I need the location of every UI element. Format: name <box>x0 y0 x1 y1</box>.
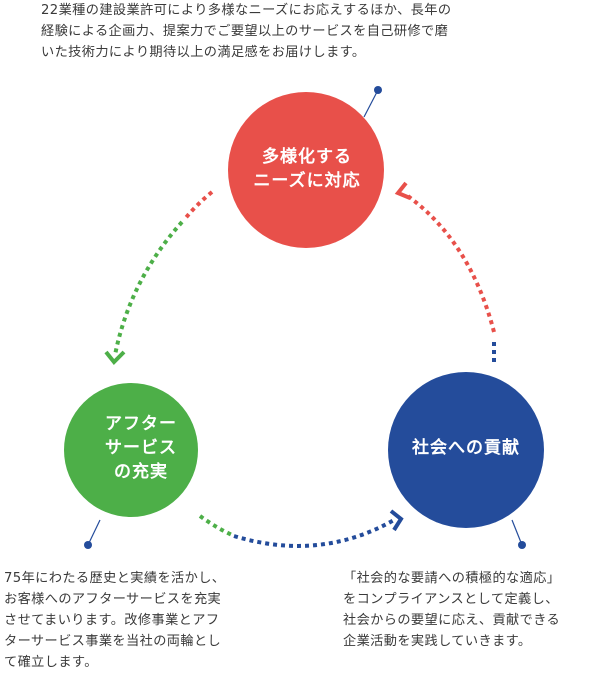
circle-left-label-line: アフター <box>105 414 177 434</box>
description-left-line: お客様へのアフターサービスを充実 <box>4 592 222 607</box>
circle-top <box>228 92 384 248</box>
arrow-left-to-right-green <box>198 514 233 537</box>
description-right-line: 企業活動を実践していきます。 <box>343 634 532 649</box>
circle-left-label: アフター サービス の充実 <box>66 412 216 484</box>
description-left-line: させてまいります。改修事業とアフ <box>4 613 220 628</box>
description-left-line: て確立します。 <box>4 655 98 670</box>
description-top-line: 22業種の建設業許可により多様なニーズにお応えするほか、長年の <box>41 3 452 18</box>
description-left: 75年にわたる歴史と実績を活かし、 お客様へのアフターサービスを充実 させてまい… <box>4 568 225 673</box>
arrowhead-top <box>394 181 411 200</box>
circle-top-label-line: ニーズに対応 <box>253 171 361 191</box>
circle-top-label-line: 多様化する <box>262 147 352 167</box>
circle-left <box>64 383 198 517</box>
connector-right <box>511 519 523 546</box>
circle-right-label-line: 社会への貢献 <box>412 438 520 458</box>
connector-dot-top <box>374 86 382 94</box>
circle-top-label: 多様化する ニーズに対応 <box>232 145 382 193</box>
description-top: 22業種の建設業許可により多様なニーズにお応えするほか、長年の 経験による企画力… <box>41 0 451 63</box>
arrowhead-right <box>389 509 404 532</box>
arrow-top-to-left-red <box>182 190 214 222</box>
connector-dot-left <box>84 541 92 549</box>
connector-top <box>363 89 379 118</box>
description-top-line: 経験による企画力、提案力でご要望以上のサービスを自己研修で磨 <box>41 24 449 39</box>
description-right-line: 「社会的な要請への積極的な適応」 <box>343 571 561 586</box>
arrow-top-to-left-green <box>113 220 184 356</box>
description-left-line: ターサービス事業を当社の両輪とし <box>4 634 222 649</box>
description-right: 「社会的な要請への積極的な適応」 をコンプライアンスとして定義し、 社会からの要… <box>343 568 560 652</box>
description-top-line: いた技術力により期待以上の満足感をお届けします。 <box>41 45 366 60</box>
description-right-line: 社会からの要望に応え、貢献できる <box>343 613 561 628</box>
connector-dot-right <box>518 541 526 549</box>
description-left-line: 75年にわたる歴史と実績を活かし、 <box>4 571 226 586</box>
circle-left-label-line: の充実 <box>114 462 168 482</box>
arrowhead-left <box>104 350 126 365</box>
circle-right <box>388 372 544 528</box>
arrow-left-to-right-blue <box>233 518 395 548</box>
arrow-right-to-top-red <box>403 192 496 333</box>
description-right-line: をコンプライアンスとして定義し、 <box>343 592 559 607</box>
circle-left-label-line: サービス <box>105 438 177 458</box>
connector-left <box>87 519 101 546</box>
circle-right-label: 社会への貢献 <box>386 436 546 460</box>
